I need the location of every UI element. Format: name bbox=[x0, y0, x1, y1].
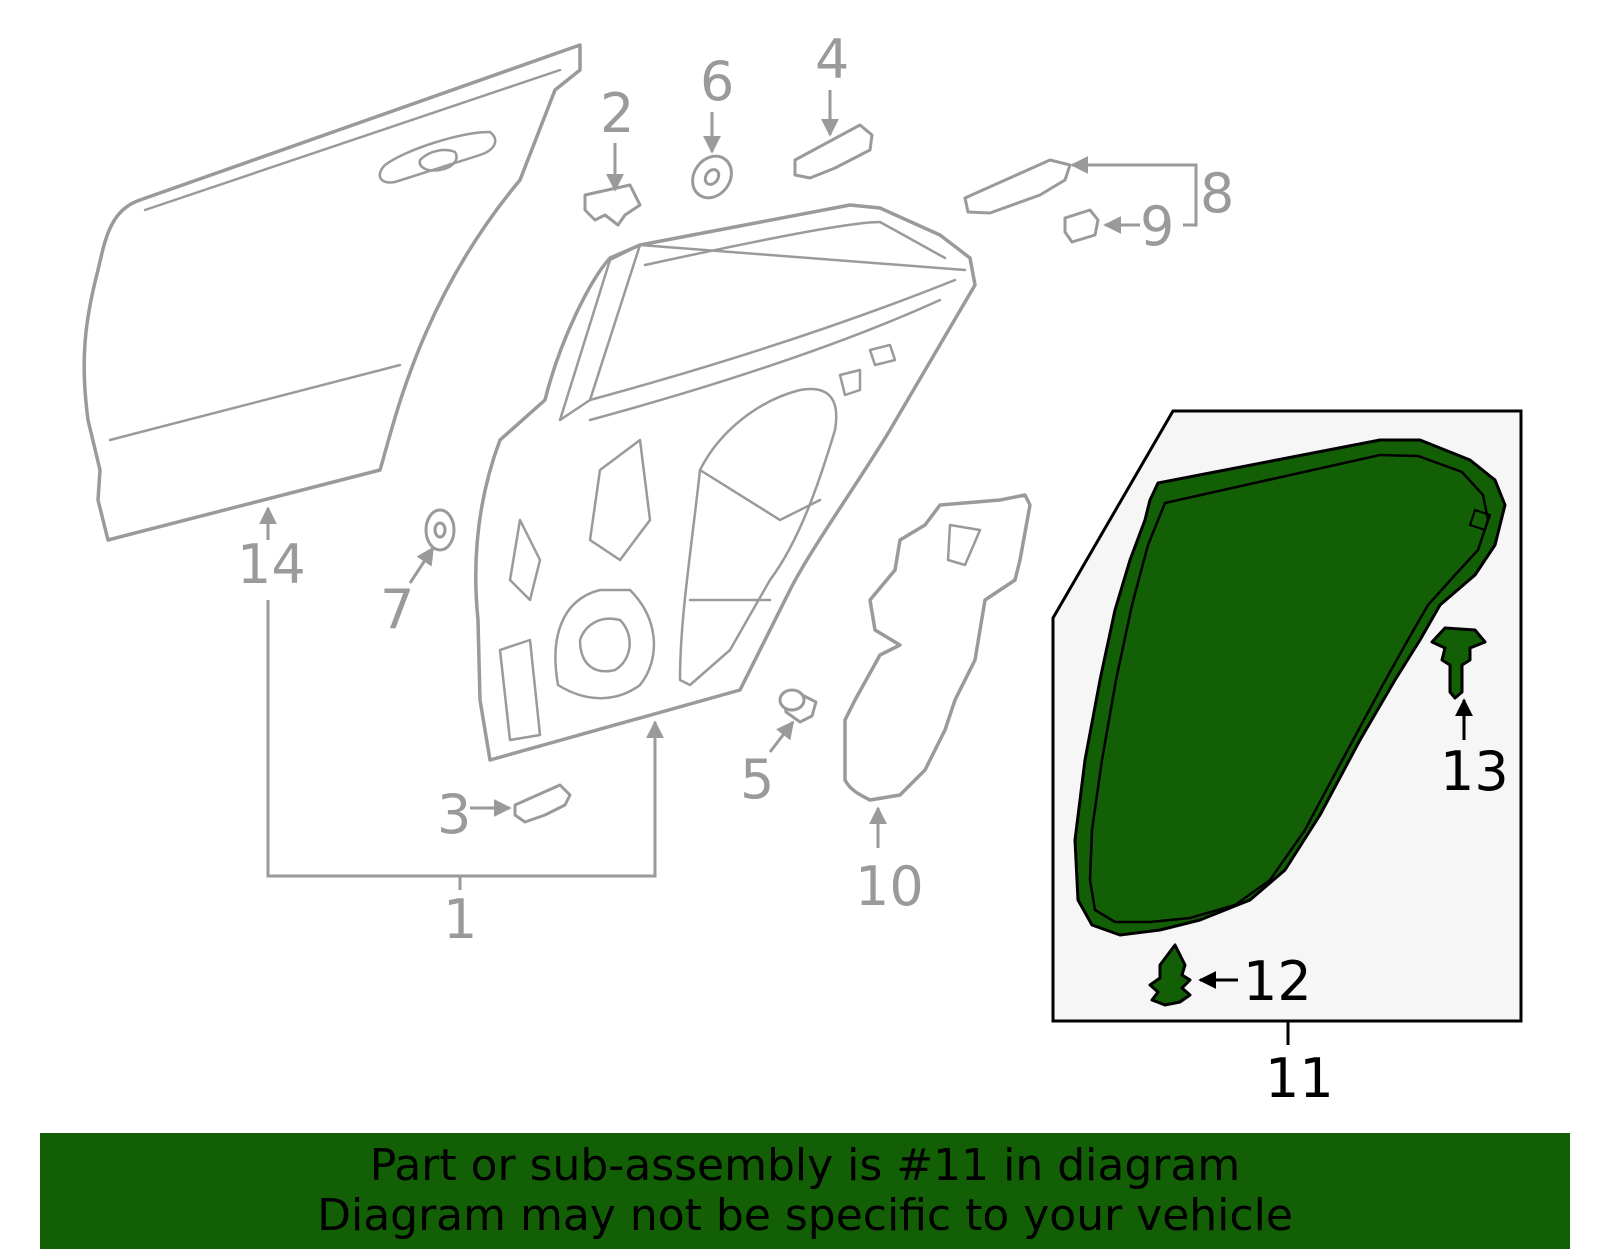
info-banner: Part or sub-assembly is #11 in diagram D… bbox=[40, 1133, 1570, 1249]
banner-line-1: Part or sub-assembly is #11 in diagram bbox=[369, 1140, 1241, 1191]
part-10-cover bbox=[843, 493, 1032, 802]
callout-3: 3 bbox=[437, 783, 471, 846]
part-9-clip bbox=[1063, 208, 1100, 244]
callout-13: 13 bbox=[1440, 740, 1509, 803]
part-11-inset bbox=[1051, 409, 1523, 1045]
callout-1: 1 bbox=[443, 888, 477, 951]
callout-10: 10 bbox=[855, 855, 924, 918]
part-2-bracket bbox=[583, 183, 642, 227]
callout-8: 8 bbox=[1200, 162, 1234, 225]
part-4-hinge bbox=[793, 123, 874, 180]
callout-14: 14 bbox=[237, 533, 306, 596]
callout-6: 6 bbox=[700, 50, 734, 113]
door-outer-panel bbox=[82, 43, 582, 542]
part-12-clip bbox=[1148, 943, 1192, 1007]
part-5-plug bbox=[778, 688, 818, 724]
callout-5: 5 bbox=[740, 748, 774, 811]
callout-11: 11 bbox=[1265, 1047, 1334, 1110]
part-6-washer bbox=[691, 154, 733, 200]
part-7-grommet bbox=[424, 508, 456, 552]
part-3-clip bbox=[513, 783, 572, 824]
leader-lines-gray bbox=[259, 90, 1198, 890]
part-8-handle bbox=[963, 158, 1072, 215]
door-inner-frame bbox=[474, 203, 977, 762]
callout-7: 7 bbox=[380, 578, 414, 641]
callout-2: 2 bbox=[600, 82, 634, 145]
callout-9: 9 bbox=[1140, 195, 1174, 258]
part-11-weatherstrip bbox=[1073, 438, 1507, 937]
banner-line-2: Diagram may not be specific to your vehi… bbox=[317, 1190, 1293, 1241]
callout-12: 12 bbox=[1243, 950, 1312, 1013]
part-13-clip bbox=[1430, 626, 1487, 700]
callout-4: 4 bbox=[815, 28, 849, 91]
